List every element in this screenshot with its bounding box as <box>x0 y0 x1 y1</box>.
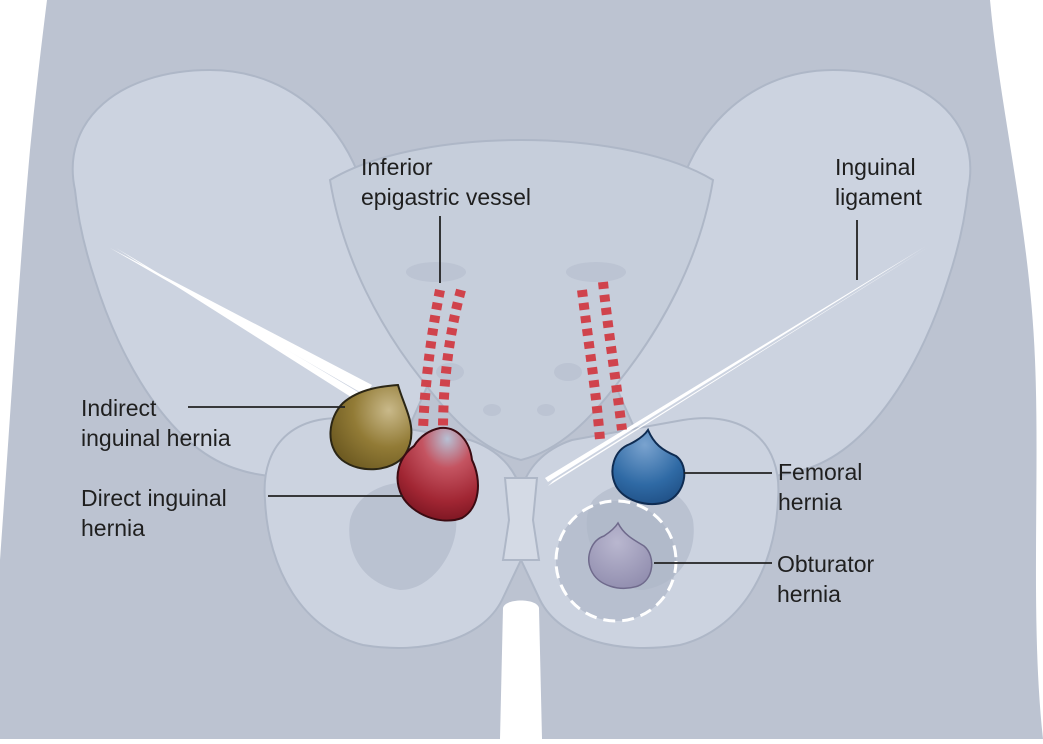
obturator-hernia <box>588 521 653 590</box>
femoral-hernia <box>611 427 686 505</box>
inguinal-ligaments <box>110 246 930 486</box>
leader-lines <box>188 216 858 564</box>
label-obturator-hernia: Obturator hernia <box>777 551 875 607</box>
label-inguinal-ligament: Inguinal ligament <box>835 154 922 210</box>
label-inferior-epigastric-vessel: Inferior epigastric vessel <box>361 154 532 210</box>
label-femoral-hernia: Femoral hernia <box>778 459 863 515</box>
leg-gap <box>500 600 542 739</box>
inferior-epigastric-vessels <box>418 281 627 441</box>
direct-inguinal-hernia <box>396 426 479 522</box>
label-indirect-inguinal-hernia: Indirect inguinal hernia <box>81 395 231 451</box>
indirect-inguinal-hernia <box>329 383 413 471</box>
label-direct-inguinal-hernia: Direct inguinal hernia <box>81 485 227 541</box>
